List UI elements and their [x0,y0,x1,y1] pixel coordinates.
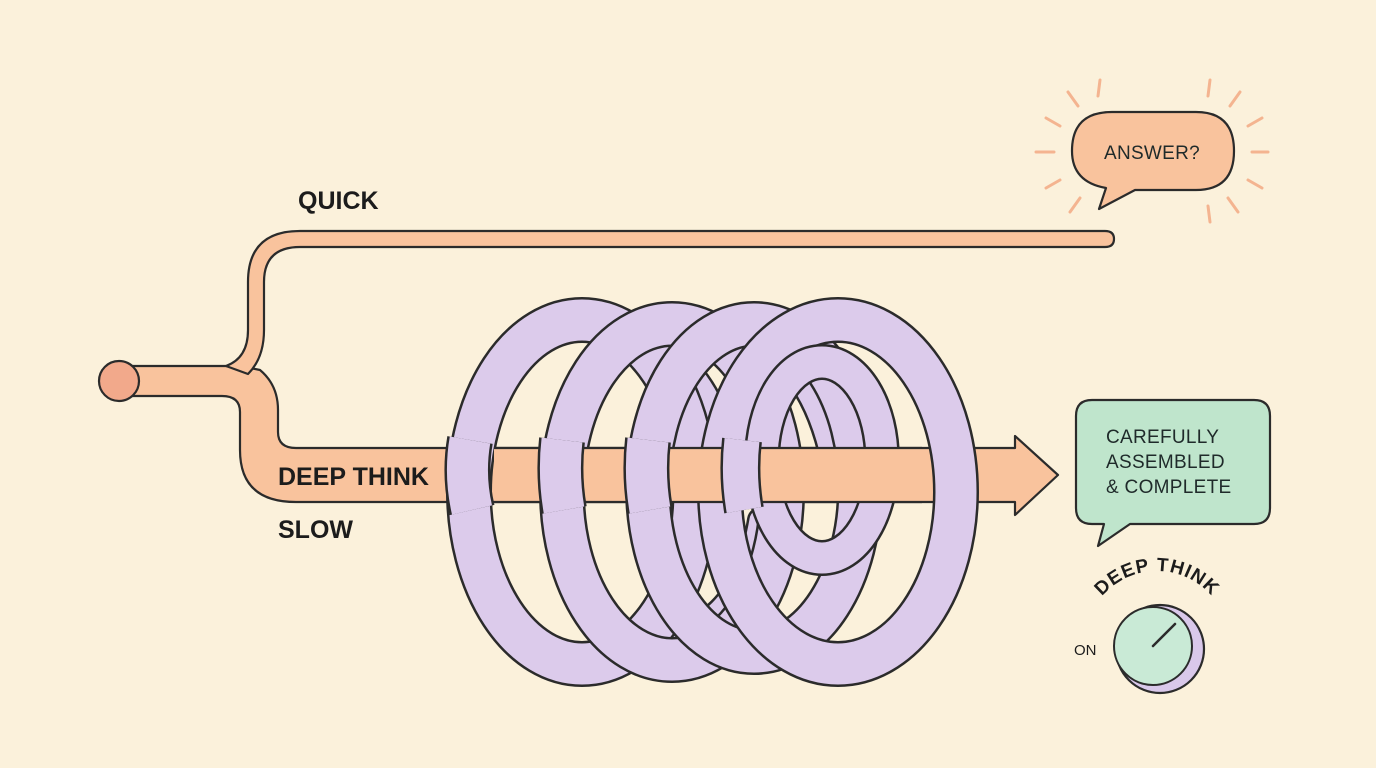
answer-bubble-shape [1070,110,1236,211]
thinking-coil [444,297,979,687]
sparkle-rays [1034,78,1270,224]
slow-label: SLOW [278,516,353,544]
knob-title-text: DEEP THINK [1091,555,1223,600]
result-line-3: & COMPLETE [1106,477,1231,498]
result-line-1: CAREFULLY [1106,427,1219,448]
result-bubble-shape [1074,398,1272,548]
quick-path-line [224,229,1116,376]
knob-title: DEEP THINK [1091,555,1224,600]
deep-think-label: DEEP THINK [278,463,429,491]
result-line-2: ASSEMBLED [1106,452,1225,473]
deep-think-knob[interactable]: DEEP THINK ON [1074,555,1224,695]
result-bubble: CAREFULLY ASSEMBLED & COMPLETE [1074,398,1272,548]
start-dot [97,359,141,403]
knob-state-label: ON [1074,642,1097,659]
quick-path [224,229,1116,376]
answer-bubble: ANSWER? [1034,78,1270,224]
quick-label: QUICK [298,187,379,215]
coil-arrow-overlap [494,448,922,502]
answer-bubble-text: ANSWER? [1104,143,1200,164]
knob-indicator [1151,622,1177,648]
